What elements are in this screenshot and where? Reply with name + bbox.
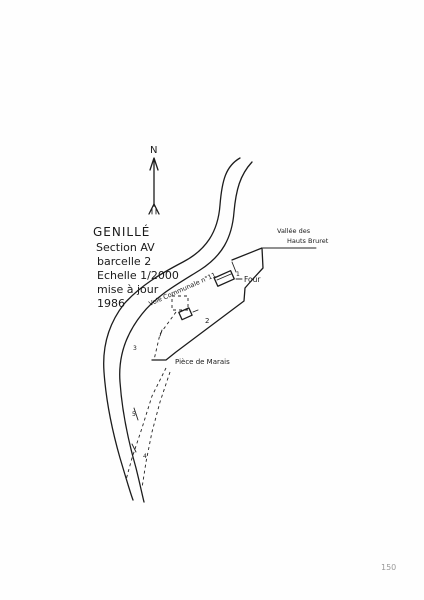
valley-label-line2: Hauts Bruret [287,237,329,245]
scale-label: Echelle 1/2000 [97,269,179,282]
year-label: 1986 [97,297,125,310]
road-edge-lower [119,161,253,503]
oven-label: Four [244,275,261,284]
section-label: Section AV [96,241,155,254]
update-label: mise à jour [97,283,159,296]
footpath-left [125,367,167,481]
plot-number-1: 1 [236,271,240,278]
parcel-label: barcelle 2 [97,255,151,268]
house-building [178,307,199,321]
road-edge-upper [103,157,241,501]
commune-name: GENILLÉ [93,224,150,239]
plot-number-5: 5 [132,411,136,418]
pond-label: Pièce de Marais [175,358,230,366]
plot-number-2: 2 [205,317,209,325]
valley-label-line1: Vallée des [277,227,311,235]
plot-number-4: 4 [143,453,147,460]
footpath-right [141,371,171,489]
parcel-boundary [151,247,264,361]
north-label: N [150,145,157,156]
page-mark: 150 [381,563,396,572]
plot-number-3: 3 [133,345,137,352]
north-arrow-icon [148,157,160,215]
oven-building [213,270,235,287]
old-building-outline [171,295,189,311]
